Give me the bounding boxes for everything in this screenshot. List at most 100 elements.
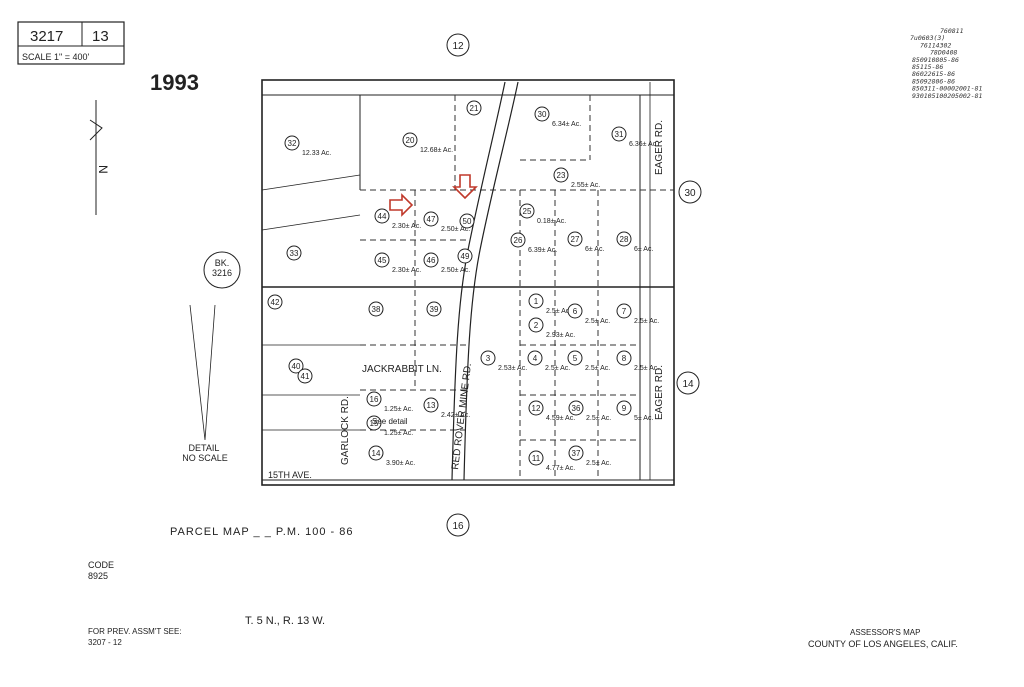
parcel-15[interactable]: 151.25± Ac. [366, 415, 413, 437]
parcel-26[interactable]: 266.39± Ac. [510, 232, 557, 254]
parcel-marker [459, 213, 475, 229]
parcel-9[interactable]: 95± Ac. [616, 400, 653, 422]
see-detail-label: See detail [372, 417, 408, 426]
revision-entry: 850311-00002001-81 [912, 85, 983, 93]
parcel-47[interactable]: 472.50± Ac. [423, 211, 470, 233]
parcel-area: 2.30± Ac. [392, 267, 421, 274]
parcel-area: 2.5± Ac. [634, 365, 659, 372]
prev-assessment-label: FOR PREV. ASSM'T SEE: [88, 627, 182, 636]
parcel-marker [368, 445, 384, 461]
prev-assessment-ref: 3207 - 12 [88, 638, 122, 647]
parcel-number: 28 [620, 235, 629, 244]
adjacent-book-3216[interactable]: BK.3216 [203, 251, 241, 289]
parcel-marker [267, 294, 283, 310]
revision-entry: 850910805-86 [912, 56, 959, 64]
parcel-21[interactable]: 21 [466, 100, 482, 116]
parcel-41[interactable]: 41 [297, 368, 313, 384]
parcel-marker [534, 106, 550, 122]
parcel-area: 4.77± Ac. [546, 465, 575, 472]
map-frame [261, 79, 675, 486]
parcel-marker [288, 358, 304, 374]
code-label: CODE [88, 560, 115, 570]
parcel-number: 1 [534, 297, 539, 306]
parcel-7[interactable]: 72.5± Ac. [616, 303, 659, 325]
parcel-number: 38 [372, 305, 381, 314]
revision-entry: 85092806-86 [912, 77, 955, 85]
parcel-marker [297, 368, 313, 384]
parcel-area: 6.39± Ac. [528, 247, 557, 254]
parcel-27[interactable]: 276± Ac. [567, 231, 604, 253]
parcel-50[interactable]: 50 [459, 213, 475, 229]
street-garlock: GARLOCK RD. [340, 396, 351, 465]
parcel-marker [616, 400, 632, 416]
parcel-area: 2.5± Ac. [586, 460, 611, 467]
parcel-46[interactable]: 462.50± Ac. [423, 252, 470, 274]
parcel-area: 2.50± Ac. [441, 267, 470, 274]
arrow-down-icon [452, 174, 478, 200]
parcel-marker [423, 252, 439, 268]
parcel-45[interactable]: 452.30± Ac. [374, 252, 421, 274]
parcel-6[interactable]: 62.5± Ac. [567, 303, 610, 325]
adjacent-page-north[interactable]: 12 [446, 33, 470, 57]
parcel-1[interactable]: 1 2.5± Ac. [528, 293, 571, 315]
adjacent-page-east[interactable]: 30 [678, 180, 702, 204]
parcel-38[interactable]: 38 [368, 301, 384, 317]
parcel-area: 2.5± Ac. [545, 365, 570, 372]
parcel-5[interactable]: 52.5± Ac. [567, 350, 610, 372]
parcel-16[interactable]: 161.25± Ac. [366, 391, 413, 413]
code-value: 8925 [88, 571, 109, 581]
detail-label: DETAIL [188, 443, 219, 453]
parcel-marker [568, 445, 584, 461]
parcel-4[interactable]: 4 2.5± Ac. [527, 350, 570, 372]
parcel-12[interactable]: 124.59± Ac. [528, 400, 575, 422]
parcel-number: 4 [533, 354, 538, 363]
parcel-marker [457, 248, 473, 264]
township-range: T. 5 N., R. 13 W. [245, 615, 326, 627]
parcel-area: 1.25± Ac. [384, 406, 413, 413]
parcel-44[interactable]: 442.30± Ac. [374, 208, 421, 230]
parcel-31[interactable]: 316.36± Ac. [611, 126, 658, 148]
revision-entry: 86022615-86 [912, 70, 955, 78]
svg-text:BK.3216: BK.3216 [212, 258, 232, 278]
parcel-37[interactable]: 372.5± Ac. [568, 445, 611, 467]
adjacent-book-text: BK.3216 [212, 258, 232, 278]
adjacent-page-east-lower[interactable]: 14 [676, 371, 700, 395]
parcel-marker [528, 400, 544, 416]
parcel-39[interactable]: 39 [426, 301, 442, 317]
parcel-42[interactable]: 42 [267, 294, 283, 310]
revision-entry: 930105100205002-81 [912, 92, 983, 100]
parcel-number: 3 [486, 354, 491, 363]
parcel-30[interactable]: 306.34± Ac. [534, 106, 581, 128]
parcel-marker [527, 350, 543, 366]
parcel-40[interactable]: 40 [288, 358, 304, 374]
parcel-11[interactable]: 114.77± Ac. [528, 450, 575, 472]
adjacent-page-south[interactable]: 16 [446, 513, 470, 537]
parcel-14[interactable]: 143.90± Ac. [368, 445, 415, 467]
parcel-28[interactable]: 286± Ac. [616, 231, 653, 253]
parcel-area: 2.5± Ac. [546, 308, 571, 315]
parcel-23[interactable]: 232.55± Ac. [553, 167, 600, 189]
parcel-number: 9 [622, 404, 627, 413]
parcel-number: 49 [461, 252, 470, 261]
parcel-49[interactable]: 49 [457, 248, 473, 264]
street-eager-lower: EAGER RD. [654, 365, 665, 420]
arrow-right-icon [389, 193, 414, 217]
parcel-25[interactable]: 250.18± Ac. [519, 203, 566, 225]
parcel-3[interactable]: 32.53± Ac. [480, 350, 527, 372]
parcel-area: 2.42± Ac. [441, 412, 470, 419]
parcel-33[interactable]: 33 [286, 245, 302, 261]
parcel-number: 36 [572, 404, 581, 413]
parcel-36[interactable]: 362.5± Ac. [568, 400, 611, 422]
parcel-2[interactable]: 22.93± Ac. [528, 317, 575, 339]
parcel-number: 40 [292, 362, 301, 371]
parcel-number: 8 [622, 354, 627, 363]
parcel-13[interactable]: 132.42± Ac. [423, 397, 470, 419]
parcel-8[interactable]: 8 2.5± Ac. [616, 350, 659, 372]
parcel-marker [567, 231, 583, 247]
parcel-marker [567, 303, 583, 319]
revision-entry: 78D0408 [930, 49, 957, 57]
parcel-number: 7 [622, 307, 627, 316]
parcel-marker [616, 303, 632, 319]
